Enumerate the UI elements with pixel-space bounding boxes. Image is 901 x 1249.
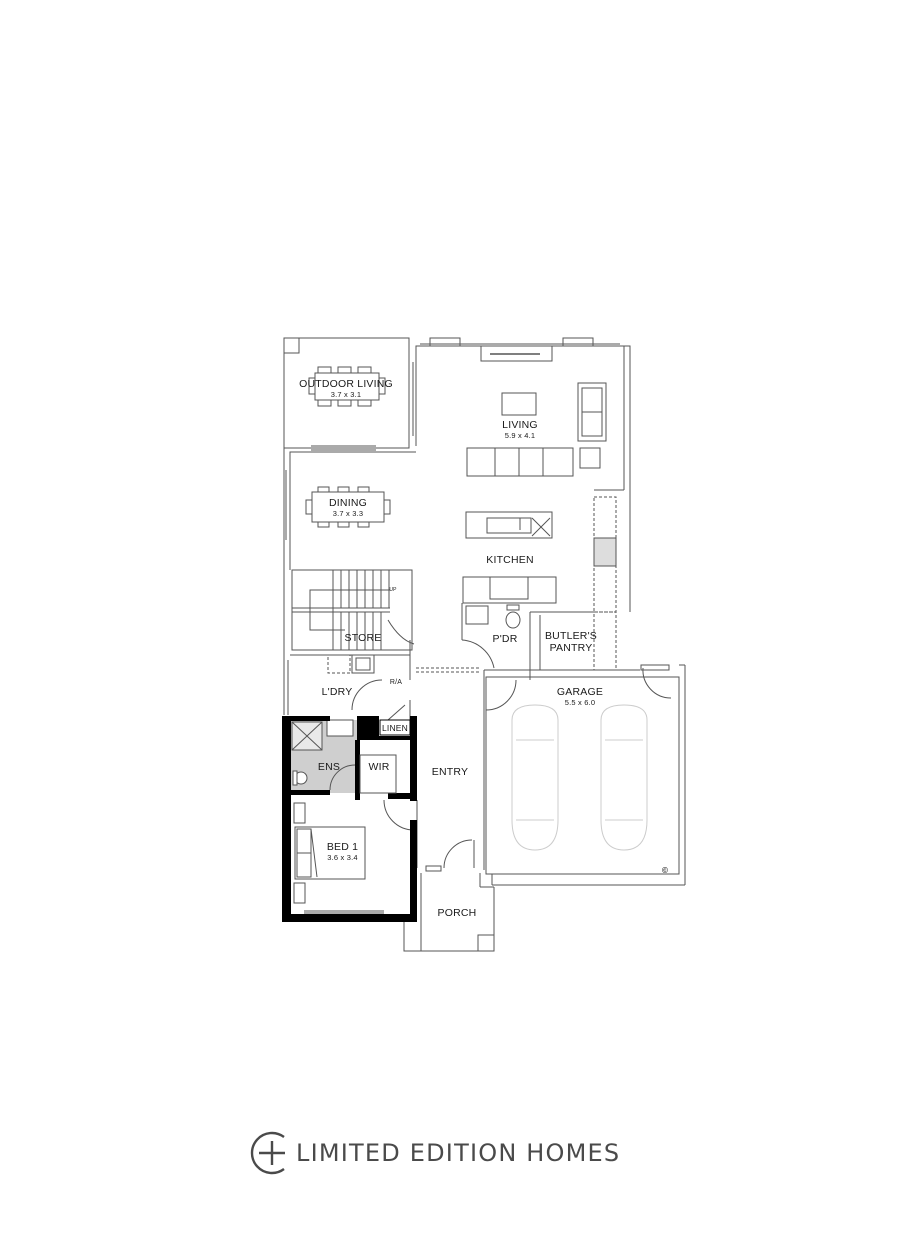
room-label-butlers-pantry: BUTLER'S PANTRY (544, 630, 598, 654)
outdoor-living-area (283, 337, 414, 449)
room-label-bed-1: BED 1 3.6 x 3.4 (326, 841, 359, 862)
bedroom-1 (293, 802, 384, 914)
room-label-living: LIVING 5.9 x 4.1 (502, 419, 538, 440)
brand-logo: LIMITED EDITION HOMES (248, 1130, 620, 1176)
wir-shelving (359, 754, 397, 794)
kitchen-bench (462, 576, 557, 604)
room-label-pdr: P'DR (492, 633, 518, 645)
bedroom-wing-walls (282, 716, 417, 922)
room-label-ra: R/A (389, 679, 403, 686)
room-label-ensuite: ENS (317, 761, 341, 773)
kitchen-island (465, 511, 553, 539)
circle-plus-logo-icon (250, 1131, 285, 1175)
room-label-outdoor-living: OUTDOOR LIVING 3.7 x 3.1 (299, 378, 393, 399)
powder-room (461, 603, 594, 680)
brand-name: LIMITED EDITION HOMES (296, 1139, 621, 1167)
room-label-garage: GARAGE 5.5 x 6.0 (556, 686, 604, 707)
porch-area (403, 873, 495, 952)
room-label-kitchen: KITCHEN (486, 554, 534, 566)
stair-up-label: UP (389, 587, 397, 593)
copyright-mark: © (661, 866, 669, 875)
room-label-linen: LINEN (381, 723, 409, 733)
kitchen-wall-cabinets (593, 346, 625, 671)
linen-cupboard (379, 719, 411, 736)
room-label-porch: PORCH (437, 907, 477, 919)
cars (511, 704, 648, 851)
room-label-entry: ENTRY (431, 766, 469, 778)
laundry-area (283, 640, 480, 715)
staircase (291, 569, 415, 651)
dining-area (283, 445, 416, 660)
garage-area (484, 664, 686, 886)
room-label-dining: DINING 3.7 x 3.3 (329, 497, 367, 518)
room-label-laundry: L'DRY (321, 686, 353, 698)
room-label-wir: WIR (368, 761, 390, 773)
room-label-store: STORE (344, 632, 382, 644)
living-area (415, 337, 631, 612)
